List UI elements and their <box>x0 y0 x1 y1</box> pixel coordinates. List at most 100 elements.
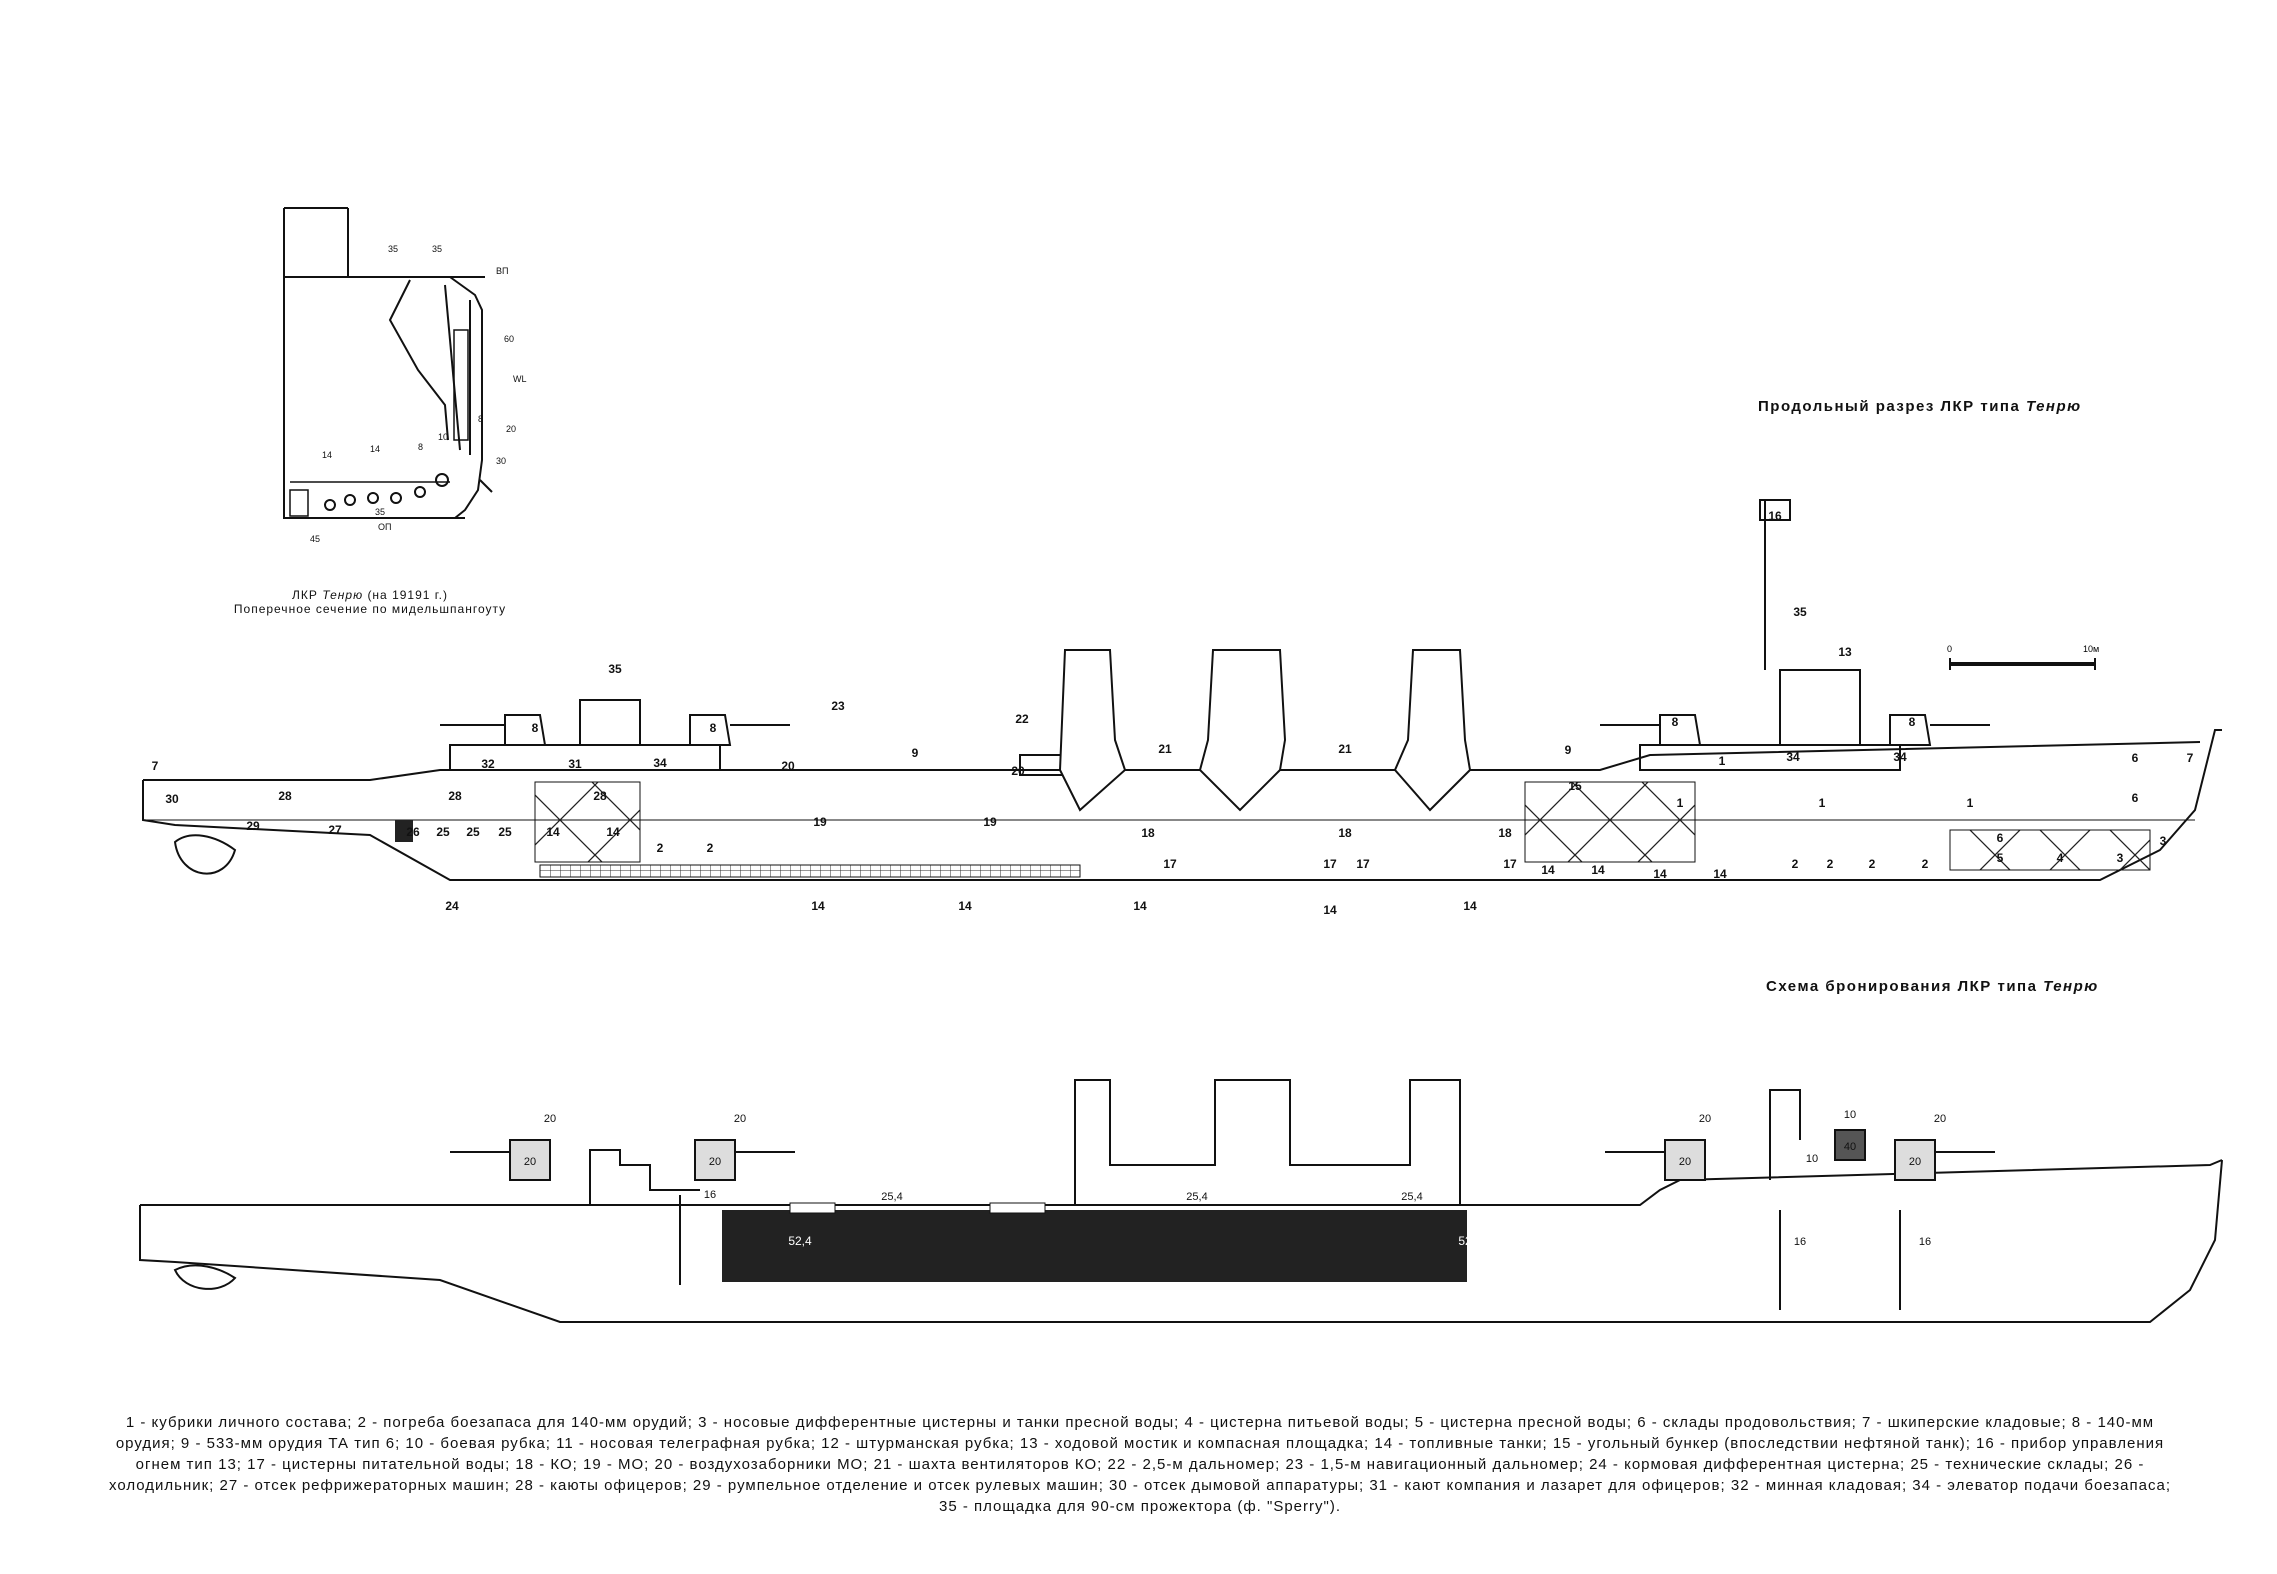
compartment-label: 8 <box>1672 715 1679 729</box>
gun-shield-thickness: 20 <box>1699 1113 1711 1125</box>
xs-callout-11: 14 <box>322 450 332 460</box>
compartment-label: 16 <box>1768 509 1782 523</box>
compartment-label: 30 <box>165 792 179 806</box>
compartment-label: 35 <box>1793 605 1807 619</box>
xs-callout-1: 35 <box>432 244 442 254</box>
deck-thickness: 25,4 <box>881 1191 902 1203</box>
longitudinal-section-title: Продольный разрез ЛКР типа Тенрю <box>1758 398 2082 415</box>
xs-callout-7: 30 <box>496 456 506 466</box>
compartment-label: 8 <box>532 721 539 735</box>
conning-tower <box>1834 1129 1866 1161</box>
deck-thickness: 25,4 <box>1401 1191 1422 1203</box>
compartment-label: 18 <box>1338 826 1352 840</box>
xs-callout-14: 45 <box>310 534 320 544</box>
cross-section-caption-line2: Поперечное сечение по мидельшпангоуту <box>233 602 507 616</box>
legend-text: 1 - кубрики личного состава; 2 - погреба… <box>108 1414 2171 1515</box>
compartment-label: 6 <box>2132 791 2139 805</box>
compartment-label: 17 <box>1323 857 1337 871</box>
compartment-label: 17 <box>1356 857 1370 871</box>
xs-callout-5: 8 <box>478 414 483 424</box>
compartment-label: 25 <box>436 825 450 839</box>
compartment-label: 20 <box>781 759 795 773</box>
compartment-label: 34 <box>1786 750 1800 764</box>
belt-thickness: 52,4 <box>1458 1234 1482 1248</box>
compartment-label: 2 <box>1792 857 1799 871</box>
compartment-label: 25 <box>498 825 512 839</box>
compartment-label: 1 <box>1677 796 1684 810</box>
armor-scheme-title: Схема бронирования ЛКР типа Тенрю <box>1766 978 2099 995</box>
xs-callout-10: 14 <box>370 444 380 454</box>
xs-callout-3: 60 <box>504 334 514 344</box>
compartment-label: 5 <box>1997 851 2004 865</box>
compartment-label: 6 <box>2132 751 2139 765</box>
compartment-label: 3 <box>2117 851 2124 865</box>
compartment-label: 21 <box>1338 742 1352 756</box>
deck-thickness: 25,4 <box>1186 1191 1207 1203</box>
compartment-label: 14 <box>1133 899 1147 913</box>
gun-shield-thickness: 20 <box>709 1156 721 1168</box>
compartment-label: 28 <box>593 789 607 803</box>
compartment-label: 23 <box>831 699 845 713</box>
compartment-label: 34 <box>1893 750 1907 764</box>
compartment-label: 24 <box>445 899 459 913</box>
compartment-label: 3 <box>2160 834 2167 848</box>
conning-tower-thickness: 40 <box>1844 1141 1856 1153</box>
xs-callout-6: 20 <box>506 424 516 434</box>
compartment-label: 9 <box>912 746 919 760</box>
compartment-label: 2 <box>707 841 714 855</box>
gun-shield-thickness: 20 <box>544 1113 556 1125</box>
bulkhead-thickness: 16 <box>1794 1236 1806 1248</box>
section-title-ship: Тенрю <box>2026 398 2082 415</box>
compartment-label: 6 <box>1997 831 2004 845</box>
scale-end-label: 10м <box>2083 644 2099 654</box>
compartment-label: 7 <box>2187 751 2194 765</box>
compartment-label: 25 <box>466 825 480 839</box>
belt-thickness: 52,4 <box>788 1234 812 1248</box>
compartment-label: 7 <box>152 759 159 773</box>
xs-callout-8: 10 <box>438 432 448 442</box>
compartment-label: 2 <box>1869 857 1876 871</box>
compartment-label: 19 <box>813 815 827 829</box>
compartment-label: 1 <box>1967 796 1974 810</box>
conning-tower-callout: 10 <box>1806 1153 1818 1165</box>
compartment-label: 1 <box>1819 796 1826 810</box>
compartment-label: 14 <box>546 825 560 839</box>
compartment-label: 28 <box>448 789 462 803</box>
compartment-label: 14 <box>1713 867 1727 881</box>
cross-section-drawing: 35 35 ВП 60 WL 8 20 30 10 8 14 14 35 ОП … <box>283 207 527 544</box>
compartment-label: 28 <box>278 789 292 803</box>
compartment-label: 14 <box>1591 863 1605 877</box>
gun-shield-thickness: 20 <box>1909 1156 1921 1168</box>
compartment-label: 14 <box>1653 867 1667 881</box>
xs-callout-12: 35 <box>375 507 385 517</box>
bulkhead-thickness: 16 <box>1919 1236 1931 1248</box>
compartment-label: 15 <box>1568 779 1582 793</box>
xs-callout-4: WL <box>513 374 527 384</box>
armor-scheme-drawing: 20 20 20 20 20 20 20 20 40 10 10 25,4 25… <box>139 1079 2223 1323</box>
cross-section-caption: ЛКР Тенрю (на 19191 г.) Поперечное сечен… <box>180 588 560 616</box>
armor-title-ship: Тенрю <box>2043 978 2099 995</box>
scale-bar: 0 10м <box>1947 644 2099 670</box>
compartment-label: 17 <box>1503 857 1517 871</box>
compartment-label: 2 <box>1922 857 1929 871</box>
compartment-label: 2 <box>657 841 664 855</box>
cross-section-caption-line1: ЛКР Тенрю (на 19191 г.) <box>291 588 449 602</box>
compartment-label: 2 <box>1827 857 1834 871</box>
compartment-label: 14 <box>1541 863 1555 877</box>
gun-shield-thickness: 20 <box>734 1113 746 1125</box>
compartment-label: 35 <box>608 662 622 676</box>
compartment-label: 17 <box>1163 857 1177 871</box>
compartment-label: 13 <box>1838 645 1852 659</box>
compartment-label: 20 <box>1011 764 1025 778</box>
xs-callout-2: ВП <box>496 266 508 276</box>
scale-start-label: 0 <box>1947 644 1952 654</box>
compartment-label: 21 <box>1158 742 1172 756</box>
compartment-label: 34 <box>653 756 667 770</box>
compartment-label: 32 <box>481 757 495 771</box>
compartment-label: 18 <box>1141 826 1155 840</box>
compartment-label: 26 <box>406 825 420 839</box>
compartment-label: 14 <box>1463 899 1477 913</box>
armor-title-text: Схема бронирования ЛКР типа <box>1766 978 2038 995</box>
compartment-label: 14 <box>606 825 620 839</box>
compartment-label: 31 <box>568 757 582 771</box>
